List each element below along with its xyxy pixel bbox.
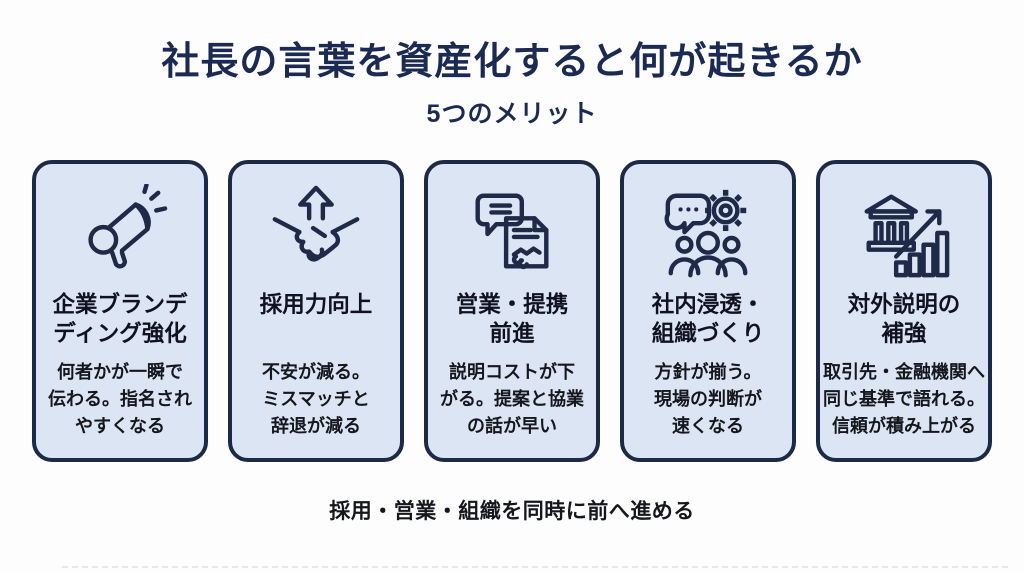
card-title-line: ディング強化 <box>53 321 187 346</box>
card-title: 社内浸透・ 組織づくり <box>652 290 765 350</box>
card-body: 取引先・金融機関へ 同じ基準で語れる。 信頼が積み上がる <box>823 359 985 440</box>
card-body-line: 同じ基準で語れる。 <box>823 389 985 409</box>
bank-growth-chart-icon <box>855 176 953 290</box>
card-title: 営業・提携 前進 <box>456 290 569 350</box>
card-title-line: 対外説明の <box>847 292 961 317</box>
card-title-line: 組織づくり <box>651 321 765 346</box>
card-body-line: 速くなる <box>672 416 744 436</box>
card-body: 説明コストが下 がる。提案と協業 の話が早い <box>440 359 584 440</box>
card-body: 何者かが一瞬で 伝わる。指名され やすくなる <box>48 359 192 440</box>
megaphone-icon <box>71 176 169 290</box>
card-title-line: 社内浸透・ <box>651 292 765 317</box>
card-body-line: 信頼が積み上がる <box>832 416 976 436</box>
card-title-line: 前進 <box>489 321 535 346</box>
card-title-line: 営業・提携 <box>455 292 569 317</box>
benefit-card-sales: 営業・提携 前進 説明コストが下 がる。提案と協業 の話が早い <box>424 160 600 462</box>
card-body-line: 伝わる。指名され <box>48 389 192 409</box>
card-body-line: の話が早い <box>467 416 557 436</box>
card-body-line: 辞退が減る <box>271 416 361 436</box>
chat-document-handshake-icon <box>463 176 561 290</box>
page-subtitle: 5つのメリット <box>426 100 598 128</box>
bottom-divider <box>62 566 1008 568</box>
card-body-line: 説明コストが下 <box>449 362 575 382</box>
card-title-line: 企業ブランデ <box>52 292 188 317</box>
card-body-line: 不安が減る。 <box>262 362 370 382</box>
card-title-line: 補強 <box>881 321 927 346</box>
chat-gear-people-icon <box>659 176 757 290</box>
benefit-card-recruiting: 採用力向上 不安が減る。 ミスマッチと 辞退が減る <box>228 160 404 462</box>
footer-tagline: 採用・営業・組織を同時に前へ進める <box>329 500 695 523</box>
card-title: 採用力向上 <box>260 290 373 350</box>
card-body-line: ミスマッチと <box>262 389 370 409</box>
card-title-line: 採用力向上 <box>259 292 373 317</box>
card-body-line: 方針が揃う。 <box>654 362 762 382</box>
header: 社長の言葉を資産化すると何が起きるか 5つのメリット <box>0 0 1024 130</box>
card-body-line: 取引先・金融機関へ <box>823 362 985 382</box>
handshake-up-arrow-icon <box>267 176 365 290</box>
card-body-line: 現場の判断が <box>654 389 762 409</box>
card-body: 不安が減る。 ミスマッチと 辞退が減る <box>262 359 370 440</box>
card-title: 対外説明の 補強 <box>848 290 961 350</box>
page-title: 社長の言葉を資産化すると何が起きるか <box>161 41 863 83</box>
card-title: 企業ブランデ ディング強化 <box>52 290 187 350</box>
benefit-card-external: 対外説明の 補強 取引先・金融機関へ 同じ基準で語れる。 信頼が積み上がる <box>816 160 992 462</box>
card-body-line: がる。提案と協業 <box>440 389 584 409</box>
card-body-line: やすくなる <box>75 416 165 436</box>
card-body-line: 何者かが一瞬で <box>57 362 183 382</box>
benefit-cards-row: 企業ブランデ ディング強化 何者かが一瞬で 伝わる。指名され やすくなる <box>32 160 992 462</box>
benefit-card-organization: 社内浸透・ 組織づくり 方針が揃う。 現場の判断が 速くなる <box>620 160 796 462</box>
card-body: 方針が揃う。 現場の判断が 速くなる <box>654 359 762 440</box>
benefit-card-branding: 企業ブランデ ディング強化 何者かが一瞬で 伝わる。指名され やすくなる <box>32 160 208 462</box>
